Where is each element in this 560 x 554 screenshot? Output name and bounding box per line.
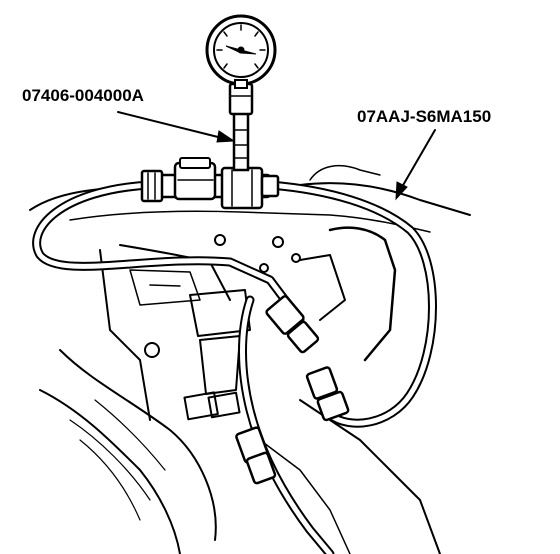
fuel-line [238, 295, 335, 554]
gauge-part-number-label: 07406-004000A [22, 86, 144, 105]
t-fitting-assembly [140, 82, 280, 210]
gauge-callout-arrowhead [216, 130, 236, 143]
pressure-gauge [205, 14, 277, 89]
hose-callout-arrowhead [395, 181, 408, 201]
hose-end-fittings [235, 295, 350, 485]
engine-block [29, 164, 471, 554]
gauge-callout: 07406-004000A [22, 86, 236, 143]
gauge-ticks [216, 24, 266, 69]
hose-callout: 07AAJ-S6MA150 [357, 107, 491, 201]
hose-part-number-label: 07AAJ-S6MA150 [357, 107, 491, 126]
return-hose [32, 180, 437, 428]
